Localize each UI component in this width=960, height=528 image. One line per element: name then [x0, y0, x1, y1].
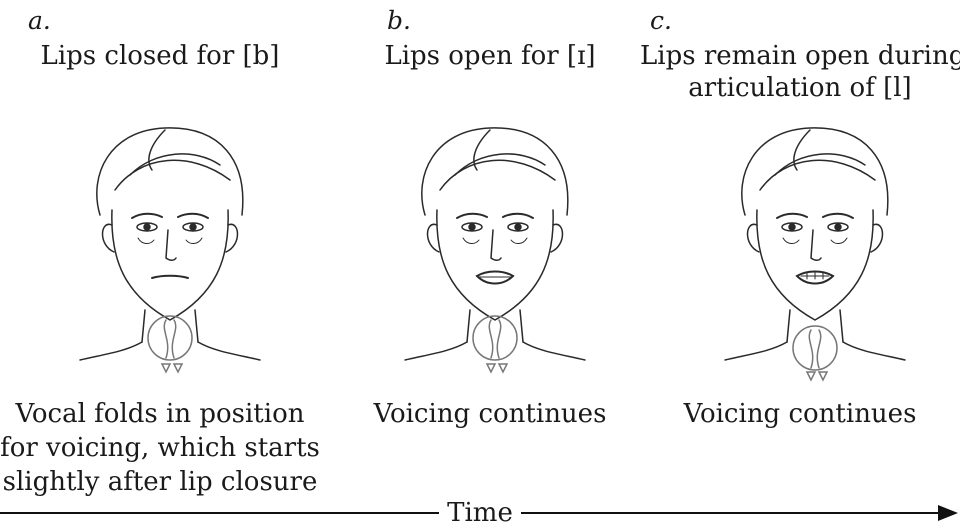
panel-bottom-label: Voicing continues: [320, 397, 660, 431]
bottom-line: Voicing continues: [320, 397, 660, 431]
bottom-line: Vocal folds in position: [0, 397, 320, 431]
panel-top-label: Lips remain open during articulation of …: [640, 40, 960, 104]
bottom-line: for voicing, which starts: [0, 431, 320, 465]
panel-b: b. Lips open for [ɪ]: [320, 0, 640, 500]
time-label-text: Time: [439, 498, 521, 528]
bottom-line: slightly after lip closure: [0, 465, 320, 499]
panel-bottom-label: Vocal folds in position for voicing, whi…: [0, 397, 320, 499]
top-label-line: Lips remain open during: [640, 40, 960, 72]
top-label-text: Lips closed for [b]: [41, 41, 280, 71]
panel-top-label: Lips open for [ɪ]: [320, 40, 660, 72]
panel-c: c. Lips remain open during articulation …: [640, 0, 960, 500]
face-illustration: [715, 120, 915, 385]
top-label-line: articulation of [l]: [640, 72, 960, 104]
panel-letter: a.: [28, 6, 51, 35]
face-illustration: [395, 120, 595, 385]
time-label: Time: [0, 500, 960, 526]
face-illustration: [70, 120, 270, 385]
panel-bottom-label: Voicing continues: [640, 397, 960, 431]
panel-letter: b.: [387, 6, 411, 35]
panel-a: a. Lips closed for [b]: [0, 0, 320, 500]
panel-letter: c.: [650, 6, 672, 35]
top-label-text: Lips open for [ɪ]: [384, 41, 595, 71]
bottom-line: Voicing continues: [640, 397, 960, 431]
panel-top-label: Lips closed for [b]: [0, 40, 320, 72]
